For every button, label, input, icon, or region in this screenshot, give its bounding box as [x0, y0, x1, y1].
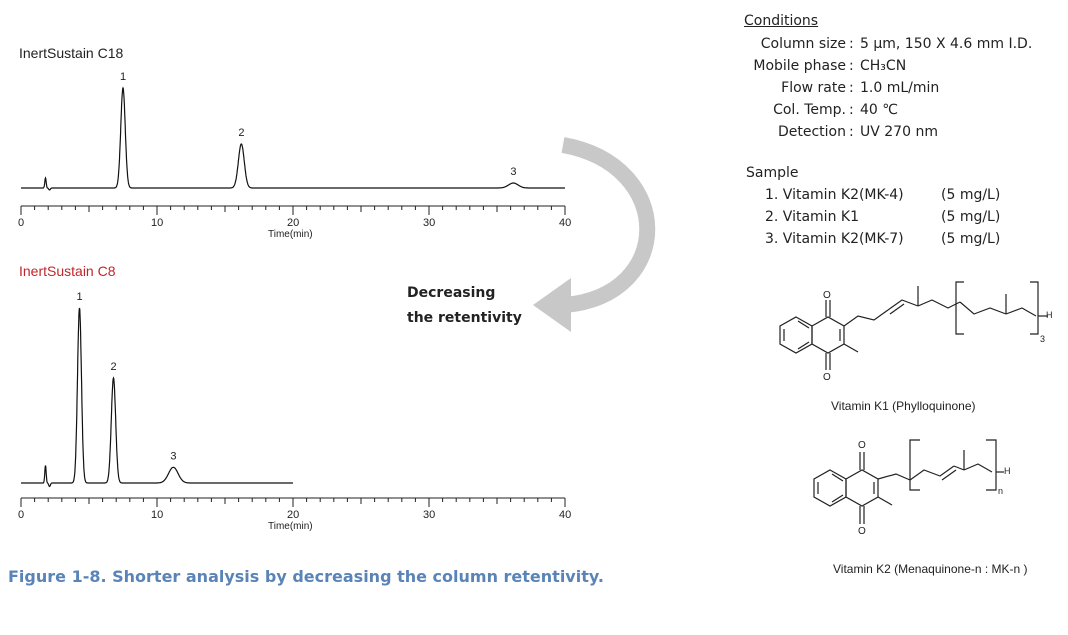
chrom1-title: InertSustain C18 — [19, 45, 124, 61]
condition-value: CH₃CN — [860, 58, 907, 74]
sample-name: 2. Vitamin K1 — [765, 209, 859, 225]
x-tick-label: 0 — [18, 217, 24, 229]
figure-caption: Figure 1-8. Shorter analysis by decreasi… — [8, 567, 604, 586]
arrow-text-line2: the retentivity — [407, 310, 522, 326]
x-tick-label: 20 — [287, 509, 299, 521]
x-tick-label: 30 — [423, 217, 435, 229]
condition-label: Flow rate — [781, 80, 846, 96]
k2-o-top: O — [858, 440, 866, 451]
chrom2-title: InertSustain C8 — [19, 263, 116, 279]
peak-label: 3 — [170, 450, 176, 462]
condition-colon: : — [849, 124, 854, 140]
condition-label: Mobile phase — [753, 58, 846, 74]
arrow-text-line1: Decreasing — [407, 285, 496, 301]
k1-o-top: O — [823, 290, 831, 301]
peak-label: 1 — [76, 291, 82, 303]
peak-label: 2 — [238, 127, 244, 139]
condition-colon: : — [849, 36, 854, 52]
x-tick-label: 30 — [423, 509, 435, 521]
chromatogram-trace — [21, 86, 565, 191]
condition-colon: : — [849, 58, 854, 74]
vitamin-k2-caption: Vitamin K2 (Menaquinone-n : MK-n ) — [833, 562, 1028, 576]
x-tick-label: 10 — [151, 217, 163, 229]
condition-colon: : — [849, 102, 854, 118]
x-axis-label: Time(min) — [268, 521, 313, 532]
sample-conc: (5 mg/L) — [941, 231, 1001, 247]
k2-o-bottom: O — [858, 526, 866, 537]
x-tick-label: 20 — [287, 217, 299, 229]
x-tick-label: 10 — [151, 509, 163, 521]
x-tick-label: 40 — [559, 217, 571, 229]
k2-subscript: n — [998, 486, 1003, 496]
k2-h: H — [1004, 466, 1011, 476]
k1-subscript: 3 — [1040, 334, 1045, 344]
vitamin-k2-structure: O O H n — [813, 439, 1011, 537]
chromatogram-trace — [21, 307, 293, 488]
conditions-panel: Conditions Column size : 5 µm, 150 X 4.6… — [0, 0, 1068, 260]
sample-name: 3. Vitamin K2(MK-7) — [765, 231, 904, 247]
vitamin-k1-caption: Vitamin K1 (Phylloquinone) — [831, 399, 976, 413]
condition-value: UV 270 nm — [860, 124, 938, 140]
condition-label: Col. Temp. — [773, 102, 846, 118]
k1-h: H — [1046, 310, 1053, 320]
condition-colon: : — [849, 80, 854, 96]
sample-heading: Sample — [746, 165, 799, 181]
vitamin-k1-structure: O O H 3 — [779, 281, 1053, 383]
peak-label: 2 — [110, 361, 116, 373]
peak-label: 1 — [120, 71, 126, 83]
sample-name: 1. Vitamin K2(MK-4) — [765, 187, 904, 203]
curved-arrow-icon — [533, 137, 656, 332]
condition-label: Detection — [777, 124, 846, 140]
sample-conc: (5 mg/L) — [941, 187, 1001, 203]
peak-label: 3 — [510, 166, 516, 178]
condition-label: Column size — [760, 36, 846, 52]
x-axis-label: Time(min) — [268, 229, 313, 240]
condition-value: 40 ℃ — [860, 102, 898, 118]
x-tick-label: 0 — [18, 509, 24, 521]
sample-conc: (5 mg/L) — [941, 209, 1001, 225]
conditions-heading: Conditions — [744, 13, 819, 29]
condition-value: 5 µm, 150 X 4.6 mm I.D. — [860, 36, 1033, 52]
condition-value: 1.0 mL/min — [860, 80, 940, 96]
x-tick-label: 40 — [559, 509, 571, 521]
k1-o-bottom: O — [823, 372, 831, 383]
